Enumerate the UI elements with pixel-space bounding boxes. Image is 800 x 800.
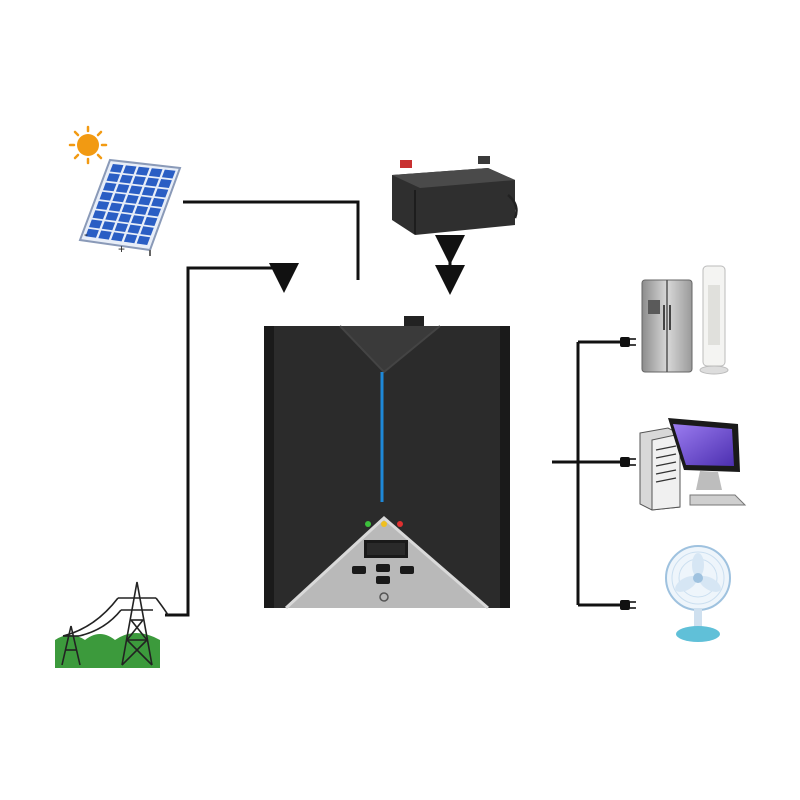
solar-cell: [103, 182, 117, 192]
solar-plus-label: +: [118, 242, 125, 256]
solar-to-inverter-wire: [183, 200, 360, 280]
led-yellow: [381, 521, 387, 527]
solar-cell: [145, 177, 159, 187]
solar-cell: [89, 219, 103, 229]
solar-cell: [99, 191, 113, 201]
solar-cell: [111, 232, 125, 242]
solar-cell: [140, 226, 154, 236]
plug-icon: [620, 600, 636, 610]
solar-cell: [141, 187, 156, 196]
solar-cell: [105, 211, 119, 221]
solar-cell: [106, 173, 120, 182]
led-green: [365, 521, 371, 527]
solar-cell: [118, 213, 132, 223]
power-button-icon: [379, 592, 389, 602]
solar-cell: [110, 164, 124, 173]
solar-minus-label: -: [84, 227, 88, 241]
led-red: [397, 521, 403, 527]
solar-cell: [147, 207, 161, 217]
plug-icon: [620, 457, 636, 467]
solar-cell: [151, 197, 165, 207]
solar-cell: [128, 185, 143, 195]
control-buttons: [352, 564, 414, 584]
solar-cell: [114, 222, 129, 232]
solar-cell: [134, 205, 149, 215]
solar-cell: [135, 166, 150, 176]
sun-icon: [68, 125, 108, 165]
solar-cell: [121, 204, 136, 214]
solar-cell: [161, 169, 176, 179]
plug-icon: [620, 337, 636, 347]
refrigerator-icon: [641, 279, 693, 373]
solar-cell: [132, 176, 146, 185]
solar-cell: [143, 216, 158, 226]
solar-cell: [85, 228, 99, 238]
electric-fan-icon: [665, 545, 731, 642]
solar-cell: [148, 168, 163, 178]
solar-cell: [154, 188, 169, 198]
solar-cell: [115, 184, 130, 193]
solar-cell: [119, 174, 133, 184]
solar-cell: [92, 210, 106, 220]
solar-cell: [108, 202, 123, 212]
solar-cell: [127, 224, 141, 234]
grid-to-inverter-wire: [165, 266, 284, 617]
solar-cell: [136, 235, 151, 245]
tower-fan-icon: [699, 265, 729, 375]
solar-cell: [101, 221, 116, 231]
desktop-computer-icon: [639, 418, 747, 511]
inverter-icon: [264, 316, 510, 610]
power-grid-icon: [55, 581, 169, 668]
solar-cell: [125, 194, 139, 204]
solar-cell: [98, 230, 112, 240]
solar-cell: [131, 215, 145, 225]
solar-cell: [158, 179, 172, 188]
battery-icon: [392, 156, 518, 235]
solar-cell: [112, 193, 126, 203]
solar-cell: [123, 165, 137, 175]
solar-panel-icon: - +: [78, 158, 182, 256]
solar-cell: [123, 234, 138, 244]
solar-cell: [96, 201, 110, 210]
solar-cell: [138, 196, 152, 206]
